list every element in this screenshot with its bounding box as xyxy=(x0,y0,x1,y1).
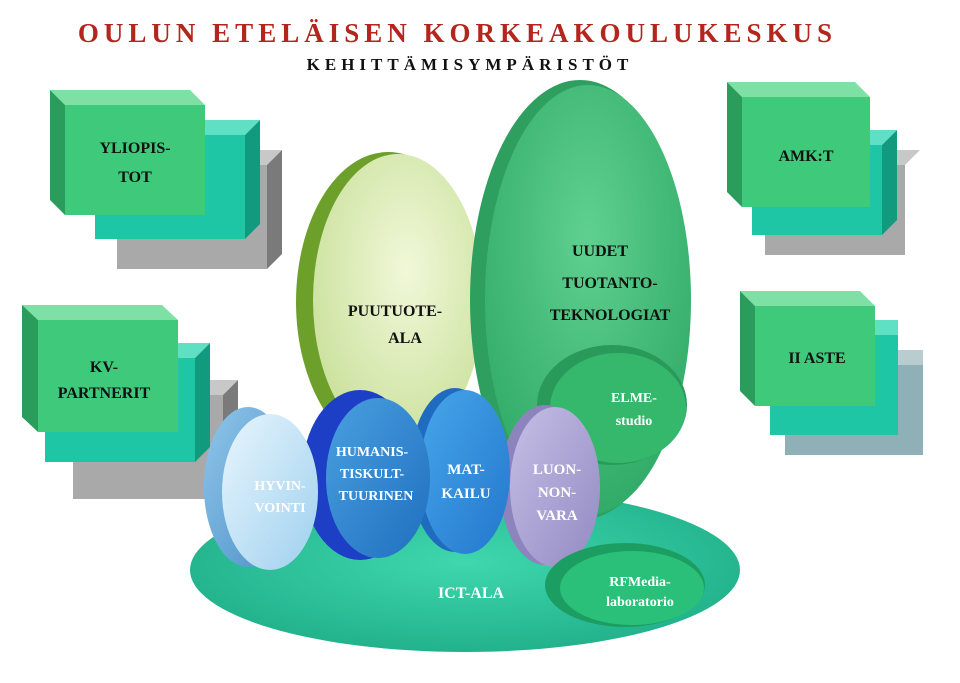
puutuoteala-label-1: PUUTUOTE- xyxy=(348,303,442,320)
rfmedia-label-1: RFMedia- xyxy=(609,575,671,590)
box-yliopistot: YLIOPIS- TOT xyxy=(50,90,282,269)
box-amk-label: AMK:T xyxy=(778,148,833,165)
box-yliopistot-label-1: YLIOPIS- xyxy=(99,140,170,157)
humanistis-label-1: HUMANIS- xyxy=(336,445,409,460)
luonnonvara-label-2: NON- xyxy=(538,485,576,501)
box-kv-partnerit-label-1: KV- xyxy=(90,359,118,376)
uudet-label-3: TEKNOLOGIAT xyxy=(550,307,671,324)
ellipse-rfmedia-laboratorio: RFMedia- laboratorio xyxy=(545,543,705,627)
puutuoteala-label-2: ALA xyxy=(388,330,422,347)
elme-label-1: ELME- xyxy=(611,391,657,406)
matkailu-label-1: MAT- xyxy=(447,462,485,478)
ellipse-luonnonvara: LUON- NON- VARA xyxy=(500,405,600,567)
box-amk: AMK:T xyxy=(727,82,920,255)
ict-ala-label: ICT-ALA xyxy=(438,585,505,602)
ellipse-hyvinvointi: HYVIN- VOINTI xyxy=(204,407,318,570)
uudet-label-2: TUOTANTO- xyxy=(562,275,657,292)
hyvinvointi-label-1: HYVIN- xyxy=(254,479,306,494)
box-kv-partnerit-label-2: PARTNERIT xyxy=(58,385,151,402)
elme-label-2: studio xyxy=(616,414,653,429)
matkailu-label-2: KAILU xyxy=(441,486,490,502)
uudet-label-1: UUDET xyxy=(572,243,628,260)
luonnonvara-label-1: LUON- xyxy=(533,462,581,478)
luonnonvara-label-3: VARA xyxy=(536,508,578,524)
humanistis-label-3: TUURINEN xyxy=(339,489,414,504)
rfmedia-label-2: laboratorio xyxy=(606,595,674,610)
box-yliopistot-label-2: TOT xyxy=(118,169,152,186)
box-ii-aste: II ASTE xyxy=(740,291,923,455)
box-ii-aste-label: II ASTE xyxy=(788,350,845,367)
humanistis-label-2: TISKULT- xyxy=(340,467,405,482)
hyvinvointi-label-2: VOINTI xyxy=(254,501,305,516)
